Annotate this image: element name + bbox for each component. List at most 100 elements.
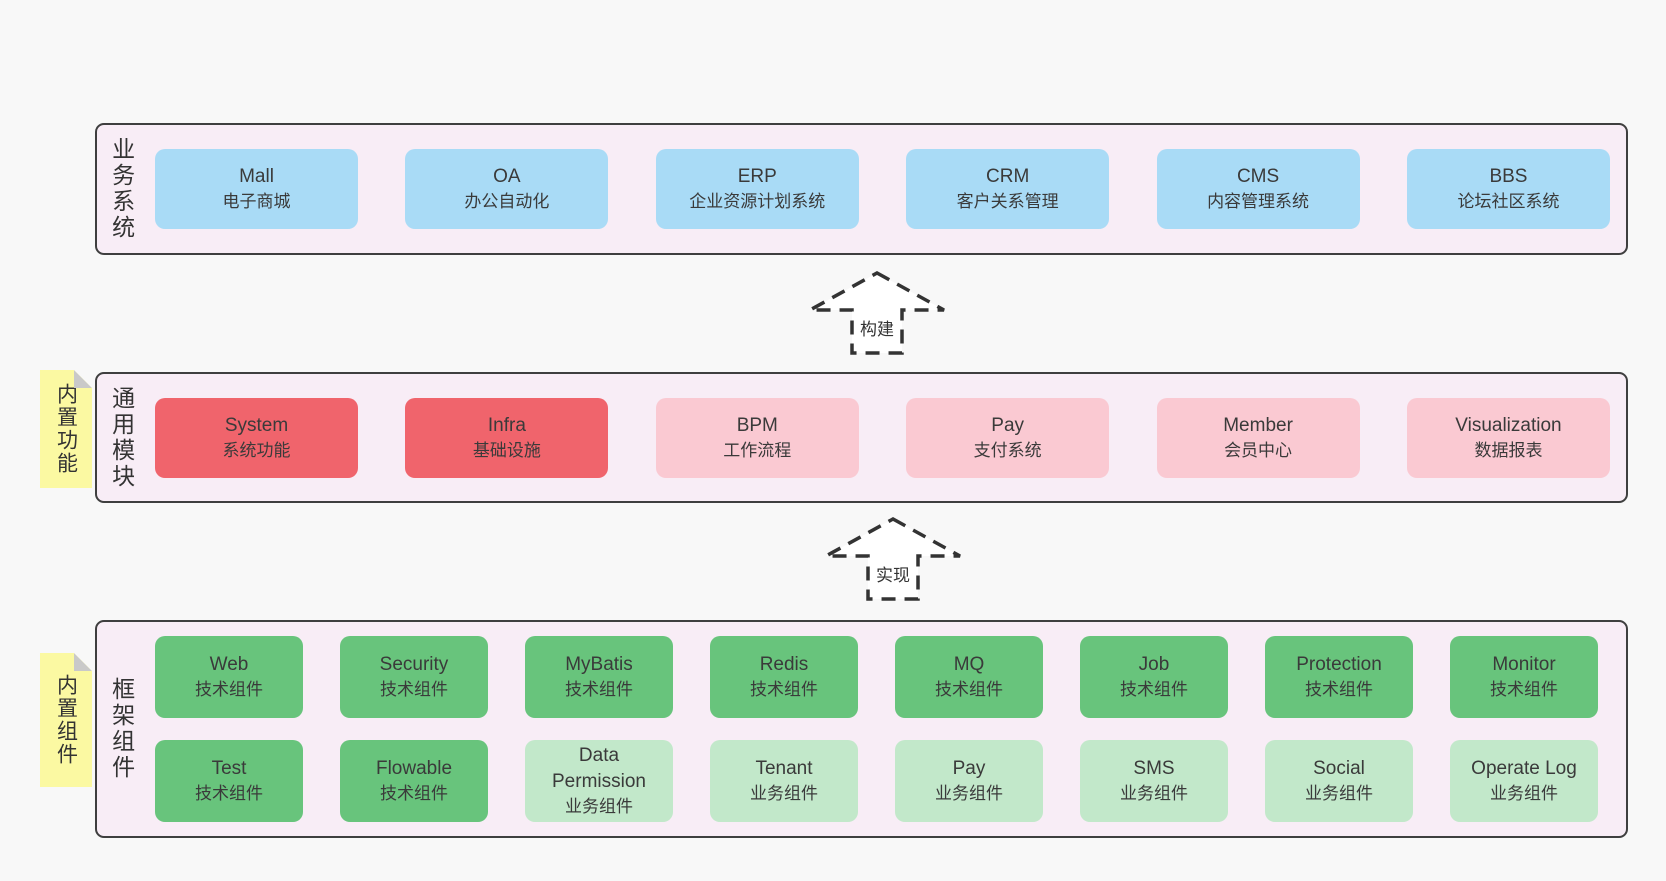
box-subtitle: 业务组件 [1305, 784, 1373, 803]
arrow-label-text: 实现 [873, 566, 913, 585]
box-monitor: Monitor 技术组件 [1450, 636, 1598, 718]
dashed-up-arrow-icon [809, 271, 945, 355]
box-mall: Mall 电子商城 [155, 149, 358, 229]
box-subtitle: 会员中心 [1224, 440, 1293, 460]
folded-corner-icon [74, 370, 92, 388]
box-subtitle: 工作流程 [723, 440, 792, 460]
box-title: Redis [759, 654, 809, 675]
vertical-label-text: 业务系统 [108, 137, 135, 241]
box-protection: Protection 技术组件 [1265, 636, 1413, 718]
box-title: Infra [487, 414, 526, 436]
box-title: BPM [736, 414, 778, 436]
vertical-label-business-systems: 业务系统 [97, 125, 145, 253]
box-subtitle: 企业资源计划系统 [689, 192, 826, 211]
box-subtitle: 业务组件 [1490, 784, 1558, 803]
box-pay-component: Pay 业务组件 [895, 740, 1043, 822]
box-title: Job [1138, 654, 1170, 675]
box-sms: SMS 业务组件 [1080, 740, 1228, 822]
vertical-label-framework-components: 框架组件 [97, 622, 145, 836]
box-title: MQ [953, 654, 985, 675]
box-title: Test [211, 758, 247, 779]
box-bpm: BPM 工作流程 [655, 397, 859, 478]
box-title: Security [379, 654, 449, 675]
box-flowable: Flowable 技术组件 [340, 740, 488, 822]
dashed-up-arrow-icon [825, 517, 961, 601]
box-security: Security 技术组件 [340, 636, 488, 718]
box-subtitle: 业务组件 [750, 784, 818, 803]
box-title: Data Permission [552, 745, 646, 792]
box-subtitle: 技术组件 [1490, 680, 1558, 699]
box-subtitle: 技术组件 [750, 680, 818, 699]
box-title: Flowable [375, 758, 453, 779]
box-subtitle: 技术组件 [1120, 680, 1188, 699]
box-tenant: Tenant 业务组件 [710, 740, 858, 822]
panel-common-modules: 通用模块 System 系统功能 Infra 基础设施 BPM 工作流程 Pay… [95, 372, 1628, 503]
box-title: Web [209, 654, 249, 675]
box-operate-log: Operate Log 业务组件 [1450, 740, 1598, 822]
box-subtitle: 办公自动化 [464, 192, 550, 211]
box-subtitle: 业务组件 [935, 784, 1003, 803]
box-subtitle: 论坛社区系统 [1457, 192, 1560, 211]
box-mq: MQ 技术组件 [895, 636, 1043, 718]
box-subtitle: 数据报表 [1474, 440, 1543, 460]
box-cms: CMS 内容管理系统 [1156, 149, 1360, 229]
box-subtitle: 技术组件 [565, 680, 633, 699]
box-title: Protection [1296, 654, 1382, 675]
box-social: Social 业务组件 [1265, 740, 1413, 822]
box-subtitle: 内容管理系统 [1207, 192, 1310, 211]
sticky-note-text: 内置组件 [54, 674, 78, 766]
box-subtitle: 基础设施 [472, 440, 541, 460]
vertical-label-text: 通用模块 [108, 385, 135, 490]
box-mybatis: MyBatis 技术组件 [525, 636, 673, 718]
box-title: ERP [737, 166, 777, 187]
box-title: Pay [952, 758, 986, 779]
arrow-label-text: 构建 [857, 320, 897, 339]
panel-framework-components: 框架组件 Web 技术组件 Security 技术组件 MyBatis 技术组件… [95, 620, 1628, 838]
box-subtitle: 支付系统 [973, 440, 1042, 460]
framework-components-row-1: Web 技术组件 Security 技术组件 MyBatis 技术组件 Redi… [155, 636, 1598, 718]
business-systems-box-row: Mall 电子商城 OA 办公自动化 ERP 企业资源计划系统 CRM 客户关系… [145, 125, 1626, 253]
sticky-note-built-in-components: 内置组件 [40, 653, 92, 787]
framework-components-row-2: Test 技术组件 Flowable 技术组件 Data Permission … [155, 740, 1598, 822]
box-system: System 系统功能 [155, 397, 358, 478]
box-title: OA [493, 166, 521, 187]
box-job: Job 技术组件 [1080, 636, 1228, 718]
box-crm: CRM 客户关系管理 [906, 149, 1110, 229]
box-erp: ERP 企业资源计划系统 [655, 149, 859, 229]
arrow-implement: 实现 [823, 516, 963, 602]
box-subtitle: 技术组件 [1305, 680, 1373, 699]
sticky-note-text: 内置功能 [54, 383, 78, 475]
folded-corner-icon [74, 653, 92, 671]
box-subtitle: 客户关系管理 [956, 192, 1059, 211]
box-oa: OA 办公自动化 [405, 149, 609, 229]
box-infra: Infra 基础设施 [405, 397, 609, 478]
sticky-note-built-in-features: 内置功能 [40, 370, 92, 488]
framework-components-grid: Web 技术组件 Security 技术组件 MyBatis 技术组件 Redi… [145, 622, 1626, 836]
arrow-implement-label: 实现 [823, 561, 963, 586]
box-redis: Redis 技术组件 [710, 636, 858, 718]
box-title: BBS [1489, 166, 1528, 187]
box-data-permission: Data Permission 业务组件 [525, 740, 673, 822]
arrow-build-label: 构建 [807, 315, 947, 340]
box-title: MyBatis [565, 654, 633, 675]
box-title: Social [1313, 758, 1365, 779]
box-title: System [224, 414, 289, 436]
vertical-label-text: 框架组件 [108, 677, 135, 781]
vertical-label-common-modules: 通用模块 [97, 374, 145, 501]
box-subtitle: 技术组件 [380, 784, 448, 803]
box-web: Web 技术组件 [155, 636, 303, 718]
common-modules-box-row: System 系统功能 Infra 基础设施 BPM 工作流程 Pay 支付系统… [145, 374, 1626, 501]
box-subtitle: 业务组件 [565, 797, 633, 816]
box-title: Mall [239, 166, 274, 187]
box-title: Monitor [1492, 654, 1556, 675]
box-pay-system: Pay 支付系统 [906, 397, 1110, 478]
box-member: Member 会员中心 [1156, 397, 1360, 478]
box-subtitle: 技术组件 [195, 784, 263, 803]
box-title: Operate Log [1471, 758, 1577, 779]
box-visualization: Visualization 数据报表 [1406, 397, 1610, 478]
box-subtitle: 技术组件 [195, 680, 263, 699]
box-title: Pay [991, 414, 1025, 436]
box-title: SMS [1133, 758, 1175, 779]
box-subtitle: 业务组件 [1120, 784, 1188, 803]
box-title: Member [1223, 414, 1293, 436]
